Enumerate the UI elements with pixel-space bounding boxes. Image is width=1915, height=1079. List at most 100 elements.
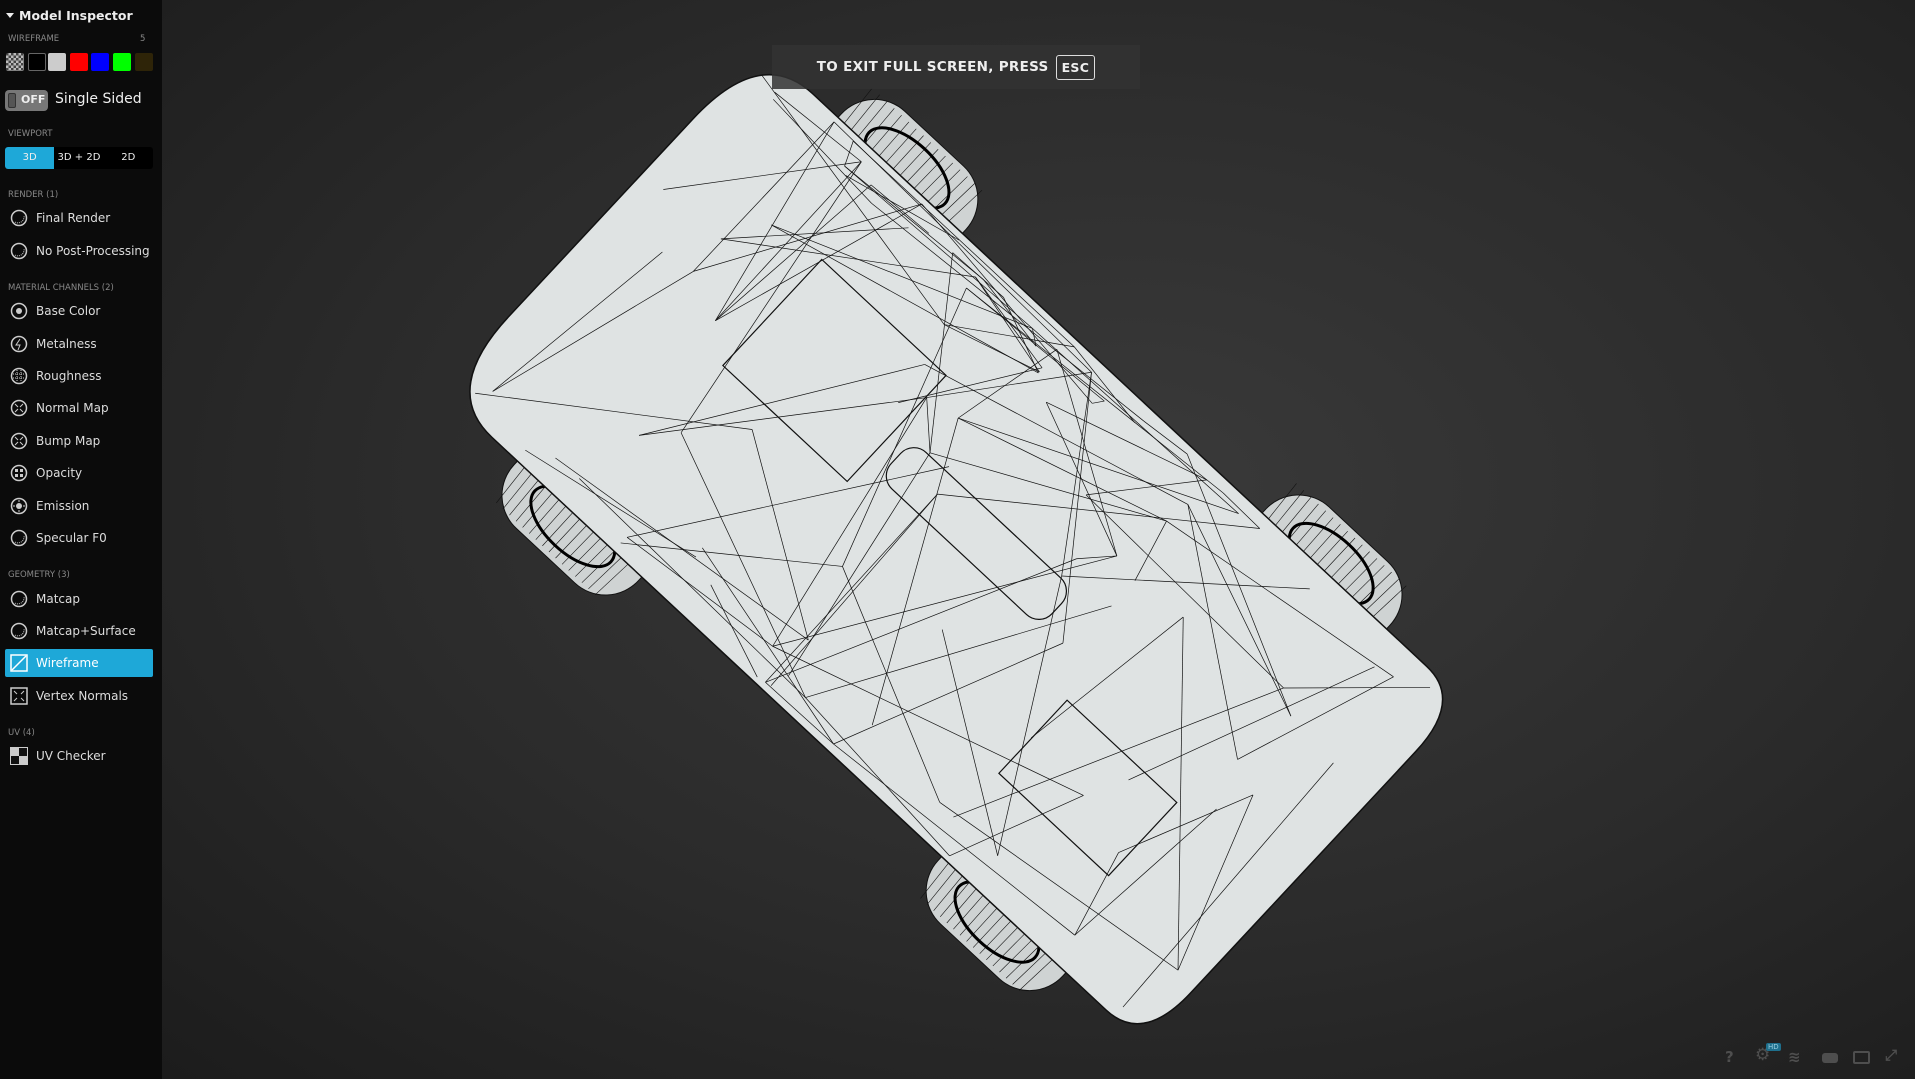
- menu-item-wireframe[interactable]: Wireframe: [5, 649, 153, 677]
- menu-item-label: Bump Map: [36, 434, 101, 448]
- no-post-processing-icon: [9, 241, 29, 261]
- menu-item-label: Roughness: [36, 369, 102, 383]
- mesh-edge: [949, 795, 1084, 857]
- mesh-edge: [975, 276, 1040, 373]
- mesh-edge: [720, 227, 909, 240]
- layers-icon[interactable]: ≋: [1788, 1048, 1801, 1066]
- menu-item-specular-f0[interactable]: Specular F0: [5, 524, 153, 552]
- 3d-viewport[interactable]: [162, 0, 1915, 1079]
- vr-headset-icon[interactable]: [1822, 1053, 1838, 1063]
- mesh-edge: [772, 397, 928, 647]
- mesh-edge: [1061, 372, 1092, 577]
- mesh-edge: [772, 645, 1084, 796]
- menu-item-bump-map[interactable]: Bump Map: [5, 427, 153, 455]
- menu-item-matcap-surface[interactable]: Matcap+Surface: [5, 617, 153, 645]
- mesh-edge: [833, 642, 1064, 745]
- mesh-edge: [1186, 453, 1292, 717]
- mesh-edge: [579, 478, 806, 698]
- toggle-knob: [8, 93, 16, 108]
- mesh-edge: [1187, 504, 1238, 760]
- mesh-edge: [805, 605, 1112, 698]
- swatch-black[interactable]: [28, 53, 46, 71]
- mesh-edge: [929, 452, 1167, 522]
- menu-item-vertex-normals[interactable]: Vertex Normals: [5, 682, 153, 710]
- mesh-edge: [715, 161, 862, 321]
- swatch-checker[interactable]: [6, 53, 24, 71]
- wireframe-value[interactable]: 5: [140, 34, 146, 44]
- mesh-edge: [997, 575, 1062, 856]
- mesh-edge: [639, 397, 927, 436]
- mesh-edge: [680, 432, 806, 698]
- viewport-label: VIEWPORT: [8, 129, 53, 139]
- mesh-edge: [844, 165, 984, 280]
- mesh-edge: [715, 184, 872, 321]
- menu-item-base-color[interactable]: Base Color: [5, 297, 153, 325]
- notice-text: TO EXIT FULL SCREEN, PRESS: [816, 59, 1049, 75]
- embed-icon[interactable]: [1853, 1051, 1870, 1064]
- wireframe-label: WIREFRAME: [8, 34, 60, 44]
- menu-item-emission[interactable]: Emission: [5, 492, 153, 520]
- mesh-edge: [921, 203, 1093, 404]
- mesh-edge: [1166, 520, 1394, 678]
- swatch-red[interactable]: [70, 53, 88, 71]
- menu-item-roughness[interactable]: Roughness: [5, 362, 153, 390]
- fullscreen-icon[interactable]: ⤢: [1885, 1046, 1898, 1064]
- viewport-3d[interactable]: 3D: [5, 147, 55, 169]
- mesh-edge: [772, 99, 872, 204]
- normal-map-icon: [9, 398, 29, 418]
- mesh-edge: [1061, 575, 1310, 590]
- menu-item-label: Matcap+Surface: [36, 624, 136, 638]
- swatch-gray[interactable]: [48, 53, 66, 71]
- viewport-mode-selector: 3D 3D + 2D 2D: [5, 147, 153, 169]
- mesh-edge: [1056, 349, 1118, 557]
- menu-item-final-render[interactable]: Final Render: [5, 204, 153, 232]
- mesh-edge: [710, 584, 758, 678]
- mesh-edge: [761, 74, 945, 325]
- viewport-3d-2d[interactable]: 3D + 2D: [57, 152, 101, 163]
- mesh-edge: [852, 140, 1075, 348]
- mesh-edge: [1085, 494, 1284, 689]
- swatch-green[interactable]: [113, 53, 131, 71]
- menu-item-uv-checker[interactable]: UV Checker: [5, 742, 153, 770]
- menu-item-no-post-processing[interactable]: No Post-Processing: [5, 237, 153, 265]
- hood-panel: [722, 258, 947, 483]
- mesh-edge: [715, 121, 835, 321]
- swatch-blue[interactable]: [91, 53, 109, 71]
- mesh-edge: [1237, 676, 1394, 760]
- material-label: MATERIAL CHANNELS (2): [8, 283, 114, 293]
- mesh-edge: [939, 802, 1179, 971]
- roughness-icon: [9, 366, 29, 386]
- mesh-edge: [926, 371, 1092, 398]
- help-icon[interactable]: ?: [1725, 1048, 1734, 1066]
- mesh-edge: [555, 457, 809, 641]
- menu-item-label: Base Color: [36, 304, 101, 318]
- mesh-edge: [492, 271, 694, 392]
- mesh-edge: [770, 493, 938, 686]
- menu-item-label: UV Checker: [36, 749, 106, 763]
- base-color-icon: [9, 301, 29, 321]
- geometry-label: GEOMETRY (3): [8, 570, 70, 580]
- mesh-edge: [626, 537, 773, 647]
- mesh-edge: [929, 252, 953, 453]
- menu-item-normal-map[interactable]: Normal Map: [5, 394, 153, 422]
- mesh-edge: [525, 449, 697, 558]
- model-inspector-toggle[interactable]: Model Inspector: [6, 8, 133, 23]
- menu-item-label: Matcap: [36, 592, 80, 606]
- model-inspector-panel: Model Inspector WIREFRAME 5 OFF Single S…: [0, 0, 162, 1079]
- mesh-edge: [1177, 617, 1184, 971]
- mesh-edge: [693, 203, 922, 272]
- mesh-edge: [941, 629, 999, 856]
- mesh-edge: [1030, 616, 1184, 739]
- uv-label: UV (4): [8, 728, 35, 738]
- single-sided-toggle[interactable]: OFF: [5, 90, 48, 111]
- mesh-edge: [1092, 400, 1105, 404]
- mesh-edge: [1046, 401, 1208, 481]
- mesh-edge: [842, 566, 941, 803]
- menu-item-matcap[interactable]: Matcap: [5, 585, 153, 613]
- menu-item-opacity[interactable]: Opacity: [5, 459, 153, 487]
- viewport-2d[interactable]: 2D: [121, 152, 136, 163]
- menu-item-metalness[interactable]: Metalness: [5, 330, 153, 358]
- uv-checker-icon: [9, 746, 29, 766]
- swatch-brown[interactable]: [135, 53, 153, 71]
- caret-down-icon: [6, 13, 14, 18]
